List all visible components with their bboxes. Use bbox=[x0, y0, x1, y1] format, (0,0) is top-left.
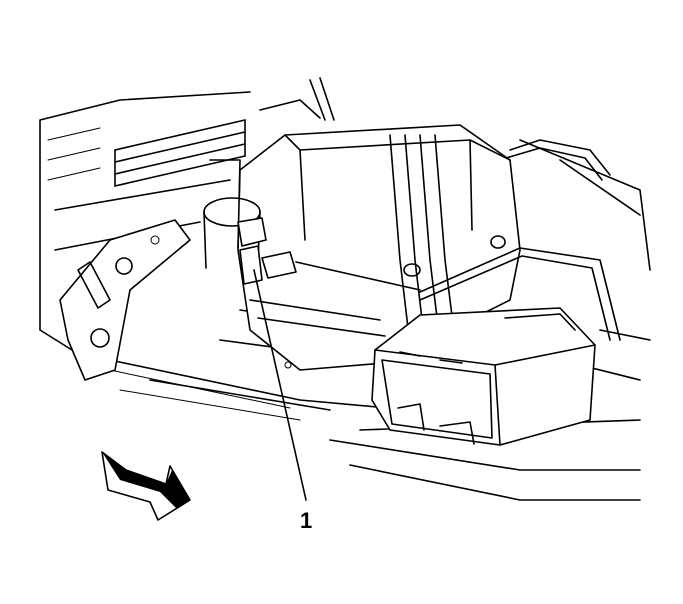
callout-label: 1 bbox=[300, 508, 312, 533]
forward-arrow-icon bbox=[101, 451, 191, 521]
sensor-connector bbox=[261, 251, 421, 291]
evap-canister bbox=[371, 307, 596, 446]
mounting-bracket bbox=[59, 219, 191, 381]
fuel-level-sensor bbox=[203, 159, 267, 285]
fuel-tank bbox=[237, 124, 521, 371]
callout-1: 1 bbox=[253, 269, 312, 533]
callout-leader-line bbox=[253, 269, 307, 501]
heat-shield bbox=[114, 119, 246, 187]
vapor-lines bbox=[419, 139, 621, 341]
filler-neck bbox=[259, 77, 335, 121]
